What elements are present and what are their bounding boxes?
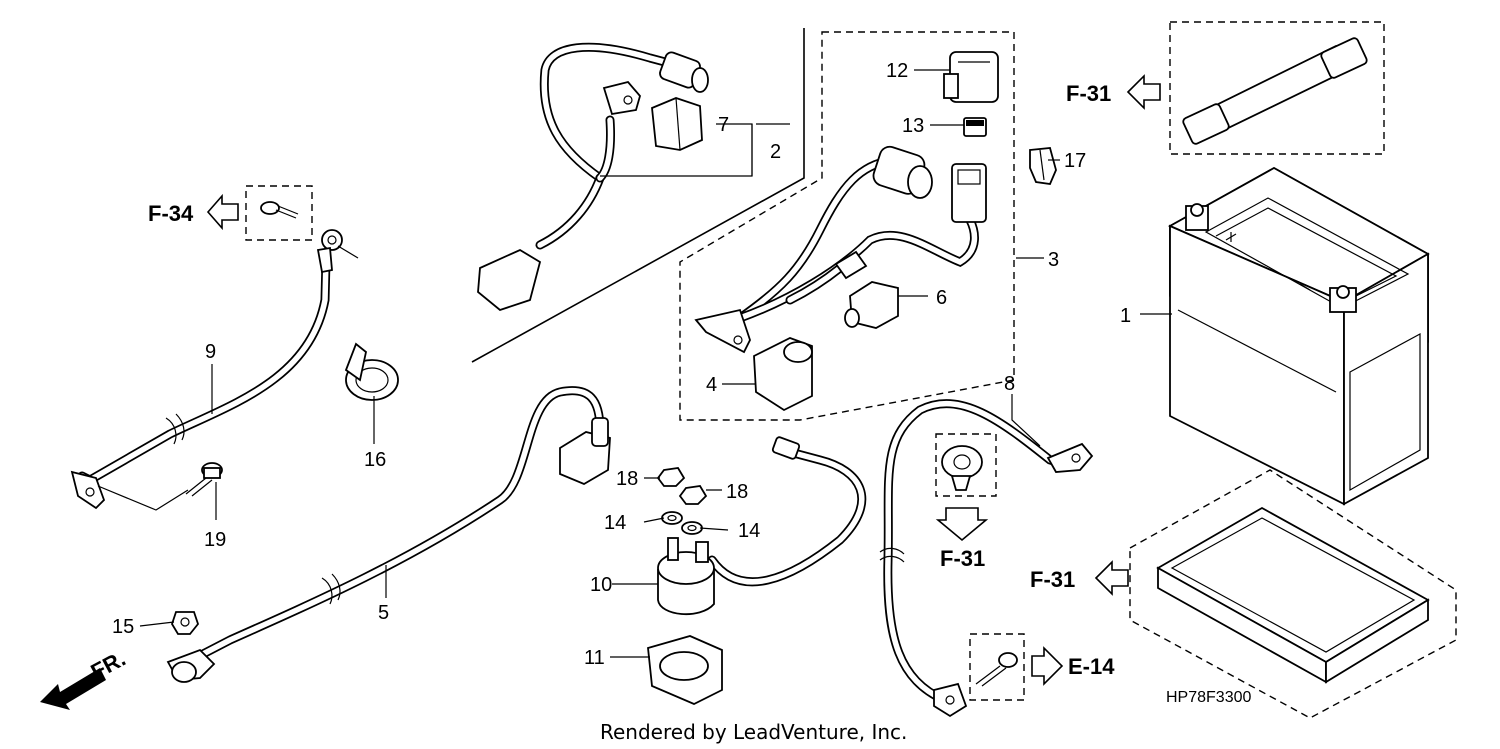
leader-lines — [139, 69, 1172, 658]
section-divider — [471, 28, 805, 363]
bolt-leader — [337, 245, 359, 259]
callout-6: 6 — [936, 287, 947, 309]
band-group-box — [1169, 21, 1385, 155]
callout-12: 12 — [886, 60, 908, 82]
part-callouts: 1 2 3 4 5 6 7 8 9 10 11 12 13 14 14 15 1… — [112, 60, 1131, 669]
callout-19: 19 — [204, 529, 226, 551]
callout-3: 3 — [1048, 249, 1059, 271]
bolt-19-leader — [97, 485, 189, 511]
callout-14a: 14 — [604, 512, 626, 534]
e14-group-box — [969, 633, 1025, 701]
diagram-code: HP78F3300 — [1166, 689, 1251, 706]
battery-tray[interactable] — [1156, 506, 1430, 684]
callout-18a: 18 — [616, 468, 638, 490]
tray-group-box — [1129, 469, 1457, 719]
part-12-relay[interactable] — [943, 51, 999, 103]
battery-band[interactable] — [1182, 37, 1368, 145]
ground-bolt[interactable] — [260, 201, 299, 219]
positive-bolt[interactable] — [975, 652, 1018, 687]
credit-text: Rendered by LeadVenture, Inc. — [600, 720, 907, 744]
part-15-nut[interactable] — [171, 611, 200, 635]
part-3-group-box — [679, 31, 1015, 421]
front-direction-arrow: FR. — [40, 646, 130, 710]
part-4-cover[interactable] — [753, 337, 813, 412]
part-6-cover[interactable] — [844, 281, 899, 329]
part-8-positive-cable[interactable] — [879, 399, 1094, 718]
callout-2: 2 — [770, 141, 781, 163]
terminal-cap[interactable] — [941, 445, 983, 491]
callout-9: 9 — [205, 341, 216, 363]
callout-15: 15 — [112, 616, 134, 638]
callout-11: 11 — [584, 647, 605, 669]
part-7-terminal-cover[interactable] — [651, 97, 703, 151]
callout-4: 4 — [706, 374, 717, 396]
part-1-battery[interactable] — [1167, 166, 1430, 506]
part-17-clip[interactable] — [1029, 147, 1057, 185]
part-18-nut-a[interactable] — [656, 467, 686, 487]
callout-8: 8 — [1004, 373, 1015, 395]
part-18-nut-b[interactable] — [678, 485, 708, 505]
callout-10: 10 — [590, 574, 612, 596]
part-19-bolt[interactable] — [185, 462, 223, 497]
part-3-harness[interactable] — [694, 144, 987, 354]
part-10-starter-relay[interactable] — [657, 436, 867, 616]
ref-label-e14: E-14 — [1068, 654, 1115, 679]
ref-arrow-f34[interactable]: F-34 — [148, 193, 239, 231]
cap-group-box — [935, 433, 997, 497]
ref-arrow-f31-band[interactable]: F-31 — [1066, 74, 1161, 110]
callout-1: 1 — [1120, 305, 1131, 327]
ref-label-f31-band: F-31 — [1066, 81, 1111, 106]
ref-label-f31-tray: F-31 — [1030, 567, 1075, 592]
part-9-ground-cable[interactable] — [70, 229, 343, 510]
part-11-relay-cover[interactable] — [647, 635, 723, 705]
callout-17: 17 — [1064, 150, 1086, 172]
ref-label-f34: F-34 — [148, 201, 194, 226]
callout-13: 13 — [902, 115, 924, 137]
part-5-starter-cable[interactable] — [166, 386, 611, 683]
callout-5: 5 — [378, 602, 389, 624]
part-14-washer-a[interactable] — [661, 511, 683, 525]
callout-16: 16 — [364, 449, 386, 471]
ref-arrow-e14[interactable]: E-14 — [1031, 646, 1115, 686]
part-13-fuse[interactable] — [963, 117, 987, 137]
f34-group-box — [245, 185, 313, 241]
part-16-band-clamp[interactable] — [344, 342, 399, 401]
ref-arrow-f31-cap[interactable]: F-31 — [935, 507, 989, 571]
callout-7: 7 — [718, 114, 729, 136]
ref-arrow-f31-tray[interactable]: F-31 — [1030, 560, 1129, 596]
part-14-washer-b[interactable] — [681, 521, 703, 535]
callout-14b: 14 — [738, 520, 760, 542]
part-2-sub-harness[interactable] — [477, 42, 709, 312]
ref-label-f31-cap: F-31 — [940, 546, 985, 571]
callout-18b: 18 — [726, 481, 748, 503]
